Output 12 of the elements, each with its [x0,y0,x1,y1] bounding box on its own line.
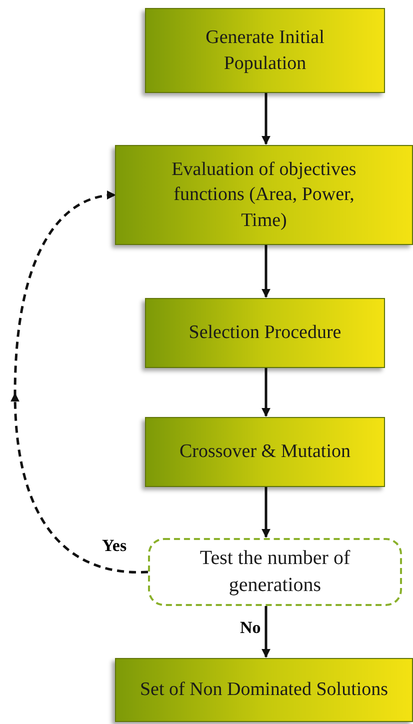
process-box: Selection Procedure [145,298,385,368]
arrow [262,606,270,658]
process-box: Set of Non Dominated Solutions [115,658,413,722]
arrow [262,487,270,538]
decision-box: Test the number of generations [148,538,402,606]
process-box: Evaluation of objectives functions (Area, Power, Time) [115,145,413,245]
arrow [262,245,270,298]
process-box: Generate Initial Population [145,8,385,93]
process-box: Crossover & Mutation [145,417,385,487]
arrow [10,190,148,574]
arrow [262,93,270,145]
arrow [262,368,270,417]
